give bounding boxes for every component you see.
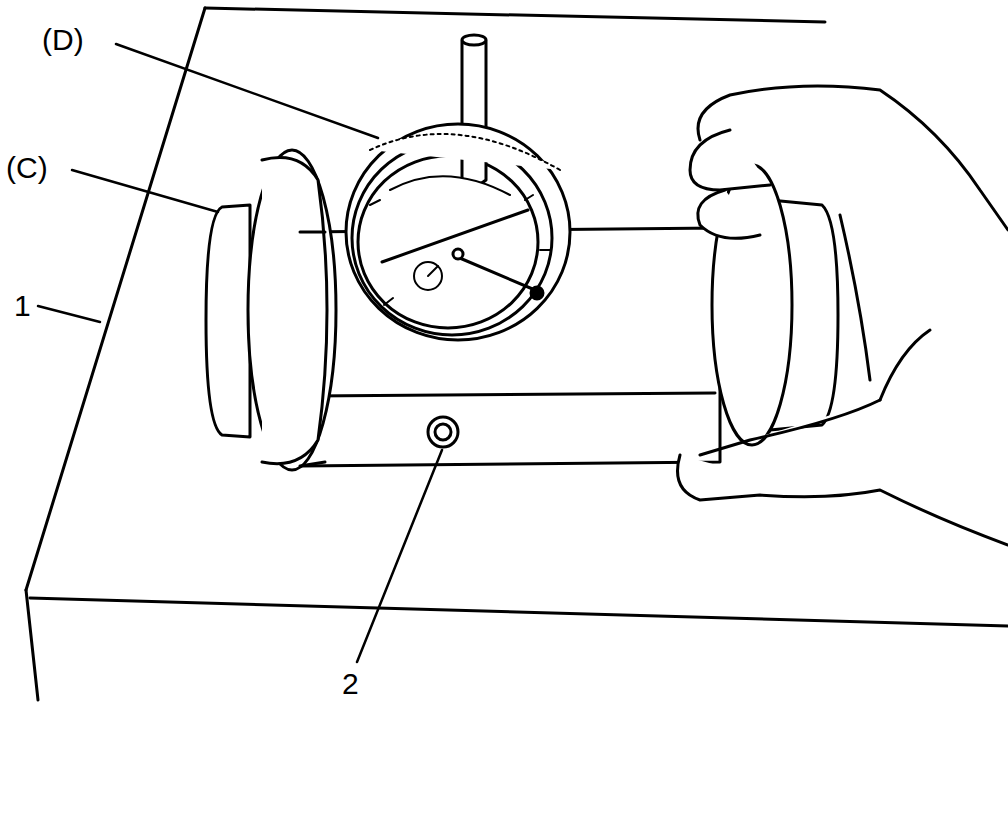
surface-plate: [26, 8, 1008, 700]
part-label: (D): [40, 24, 86, 56]
callout-number: 1: [12, 290, 33, 322]
leader-lines: [38, 44, 442, 662]
part-label: (C): [4, 152, 50, 184]
hand: [678, 86, 1008, 545]
dial-indicator: [346, 35, 570, 340]
callout-number: 2: [340, 668, 361, 700]
left-wheel: [206, 150, 336, 470]
